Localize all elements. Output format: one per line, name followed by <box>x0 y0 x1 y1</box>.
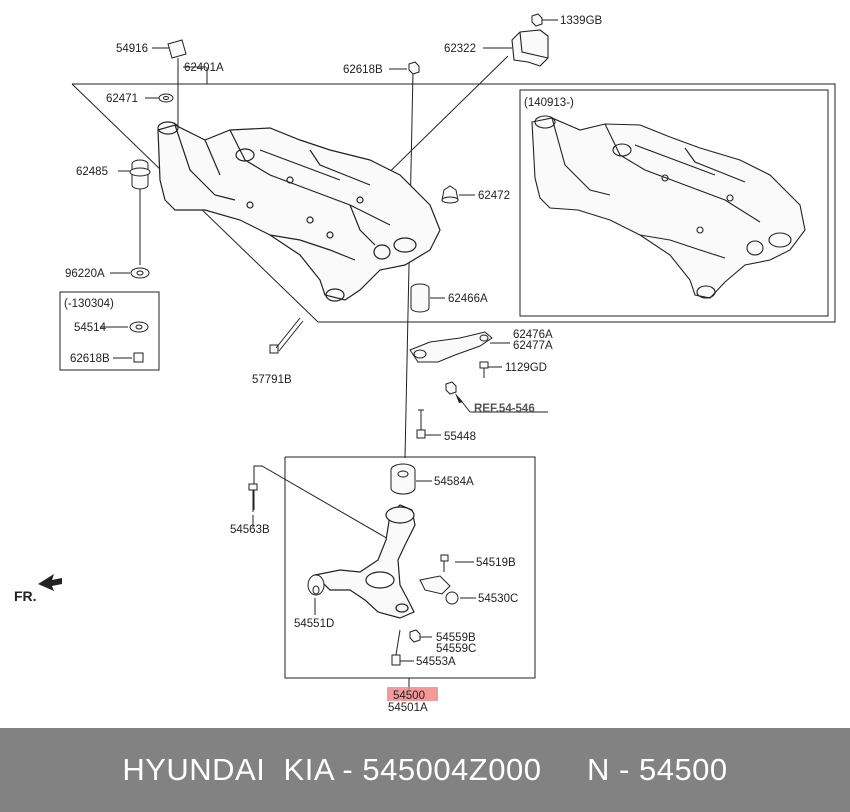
subframe-drawing <box>157 121 441 302</box>
banner-text: HYUNDAI KIA - 545004Z000 N - 54500 <box>122 752 728 787</box>
label-54519B: 54519B <box>476 557 516 569</box>
label-54916: 54916 <box>116 43 148 55</box>
subframe-outline <box>71 83 836 323</box>
label-62618B-inset: 62618B <box>70 353 110 365</box>
label-54559C: 54559C <box>436 643 476 655</box>
label-55448: 55448 <box>444 431 476 443</box>
bolt-57791B <box>269 317 304 354</box>
nut-62618B-top <box>408 61 420 75</box>
bracket-62476A <box>409 331 493 363</box>
plate-54916 <box>167 39 187 59</box>
inset-subframe-drawing <box>531 115 806 299</box>
bushing-54584A <box>390 463 416 495</box>
label-62401A: 62401A <box>184 62 224 74</box>
label-ref: REF.54-546 <box>474 403 535 415</box>
label-62472: 62472 <box>478 190 510 202</box>
label-54530C: 54530C <box>478 593 518 605</box>
label-62466A: 62466A <box>448 293 488 305</box>
bushing-62466A <box>410 283 430 313</box>
bushing-62485 <box>129 159 151 190</box>
bracket-62322 <box>511 29 549 67</box>
label-96220A: 96220A <box>65 268 105 280</box>
ball-joint-54530C <box>419 575 459 605</box>
part-highlight <box>387 687 438 701</box>
washer-96220A <box>130 267 150 279</box>
label-62471: 62471 <box>106 93 138 105</box>
nut-62618B-inset <box>133 352 144 363</box>
label-54501A: 54501A <box>388 702 428 714</box>
label-62476A: 62476A <box>513 329 553 341</box>
part-number-banner: HYUNDAI KIA - 545004Z000 N - 54500 <box>0 728 850 812</box>
label-1339GB: 1339GB <box>560 15 603 27</box>
washer-54514 <box>129 321 149 333</box>
front-arrow-icon <box>38 574 62 591</box>
bolt-54519B <box>440 554 449 572</box>
label-54551D: 54551D <box>294 618 334 630</box>
label-54563B: 54563B <box>230 524 270 536</box>
stopper-62472 <box>441 185 459 204</box>
old-part-box <box>59 291 160 371</box>
parts-diagram: 1339GB 54916 62401A 62322 62618B 62471 6… <box>14 13 836 714</box>
label-54584A: 54584A <box>434 476 474 488</box>
label-54559B: 54559B <box>436 632 476 644</box>
label-fr: FR. <box>14 588 37 604</box>
bushing-54551D <box>307 574 325 596</box>
bolt-55448 <box>416 409 426 439</box>
label-54514: 54514 <box>74 322 107 334</box>
bolt-54563B <box>248 483 258 512</box>
label-57791B: 57791B <box>252 374 292 386</box>
label-54500: 54500 <box>393 690 425 702</box>
label-inset-old: (-130304) <box>64 298 114 310</box>
bolt-54553A <box>391 629 401 666</box>
bolt-1129GD <box>479 361 489 378</box>
nut-54559B <box>409 629 421 643</box>
inset-frame-box <box>519 89 829 317</box>
ref-arrow <box>455 393 548 413</box>
label-62485: 62485 <box>76 166 108 178</box>
washer-62471 <box>158 93 174 103</box>
label-inset-date: (140913-) <box>524 97 574 109</box>
lower-arm-drawing <box>313 504 416 619</box>
lower-arm-box <box>284 456 536 679</box>
label-62477A: 62477A <box>513 340 553 352</box>
nut-ref <box>445 381 457 395</box>
label-54553A: 54553A <box>416 656 456 668</box>
label-1129GD: 1129GD <box>505 362 547 374</box>
nut-1339GB <box>531 13 543 27</box>
label-62618B-top: 62618B <box>343 64 383 76</box>
label-62322: 62322 <box>444 43 476 55</box>
